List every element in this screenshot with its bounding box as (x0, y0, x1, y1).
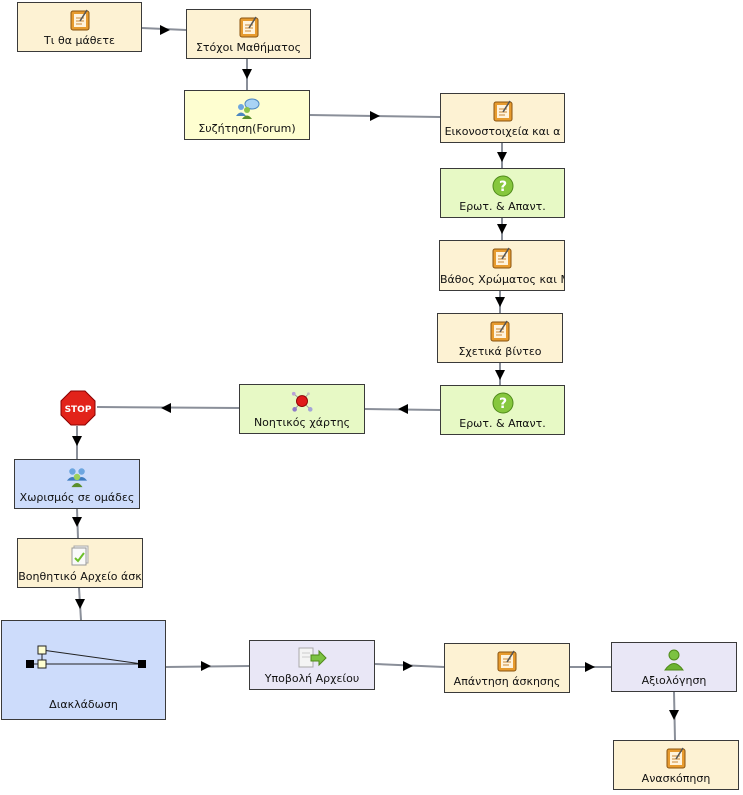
node-label: Χωρισμός σε ομάδες (19, 491, 135, 504)
node-label: Υποβολή Αρχείου (264, 672, 360, 685)
arrowhead (669, 710, 679, 720)
node-label: Στόχοι Μαθήματος (195, 41, 302, 54)
arrowhead (160, 25, 170, 35)
group-users-icon (66, 468, 88, 488)
file-submit-icon (298, 647, 327, 668)
document-check-icon (71, 545, 89, 566)
user-icon (664, 649, 684, 671)
node-label: Αξιολόγηση (641, 674, 707, 687)
forum-chat-icon (236, 98, 260, 119)
notebook-icon (70, 9, 89, 31)
notebook-icon (666, 747, 686, 769)
node-label: Βάθος Χρώματος και Μ (440, 273, 564, 286)
stop-label: STOP (65, 405, 92, 415)
stop-sign-icon: STOP (60, 390, 96, 426)
node-label: Τι θα μάθετε (44, 34, 115, 47)
activity-color-depth[interactable]: Βάθος Χρώματος και Μ (439, 240, 565, 291)
activity-pixels[interactable]: Εικονοστοιχεία και α (440, 93, 565, 143)
activity-exercise-answer[interactable]: Απάντηση άσκησης (444, 643, 570, 693)
activity-qa-2[interactable]: ? Ερωτ. & Απαντ. (440, 385, 565, 435)
node-label: Νοητικός χάρτης (253, 416, 351, 429)
activity-course-goals[interactable]: Στόχοι Μαθήματος (186, 9, 311, 59)
node-label: Συζήτηση(Forum) (198, 122, 296, 135)
arrowhead (72, 436, 82, 446)
branching-icon (26, 645, 146, 669)
arrowhead (72, 517, 82, 527)
notebook-icon (493, 100, 512, 122)
arrowhead (403, 661, 413, 671)
svg-text:?: ? (498, 179, 506, 195)
node-label: Βοηθητικό Αρχείο άσκ (18, 570, 142, 583)
node-label: Σχετικά βίντεο (458, 345, 542, 358)
node-label: Ερωτ. & Απαντ. (459, 417, 546, 430)
activity-assessment[interactable]: Αξιολόγηση (611, 642, 737, 692)
question-icon: ? (492, 392, 513, 414)
notebook-icon (492, 247, 512, 269)
activity-branching[interactable]: Διακλάδωση (1, 620, 166, 720)
node-label: Ανασκόπηση (641, 772, 711, 785)
question-icon: ? (492, 175, 513, 197)
arrowhead (370, 111, 380, 121)
activity-helper-file[interactable]: Βοηθητικό Αρχείο άσκ (17, 538, 143, 588)
activity-forum[interactable]: Συζήτηση(Forum) (184, 90, 310, 140)
arrowhead (398, 404, 408, 414)
activity-review[interactable]: Ανασκόπηση (613, 740, 739, 790)
activity-what-you-will-learn[interactable]: Τι θα μάθετε (17, 2, 142, 52)
notebook-icon (239, 16, 258, 38)
activity-file-submission[interactable]: Υποβολή Αρχείου (249, 640, 375, 690)
arrowhead (495, 297, 505, 307)
svg-text:?: ? (498, 396, 506, 412)
arrowhead (75, 599, 85, 609)
arrowhead (201, 661, 211, 671)
arrowhead (242, 69, 252, 79)
node-label: Διακλάδωση (49, 698, 118, 711)
mind-map-icon (291, 391, 313, 412)
activity-related-videos[interactable]: Σχετικά βίντεο (437, 313, 563, 363)
arrowhead (161, 403, 171, 413)
activity-qa-1[interactable]: ? Ερωτ. & Απαντ. (440, 168, 565, 218)
arrowhead (497, 224, 507, 234)
arrowhead (585, 662, 595, 672)
arrowhead (497, 152, 507, 162)
activity-mind-map[interactable]: Νοητικός χάρτης (239, 384, 365, 434)
node-label: Εικονοστοιχεία και α (444, 125, 561, 138)
notebook-icon (490, 320, 510, 342)
node-label: Απάντηση άσκησης (453, 675, 561, 688)
activity-group-split[interactable]: Χωρισμός σε ομάδες (14, 459, 140, 509)
node-label: Ερωτ. & Απαντ. (459, 200, 546, 213)
notebook-icon (497, 650, 517, 672)
arrowhead (495, 370, 505, 380)
